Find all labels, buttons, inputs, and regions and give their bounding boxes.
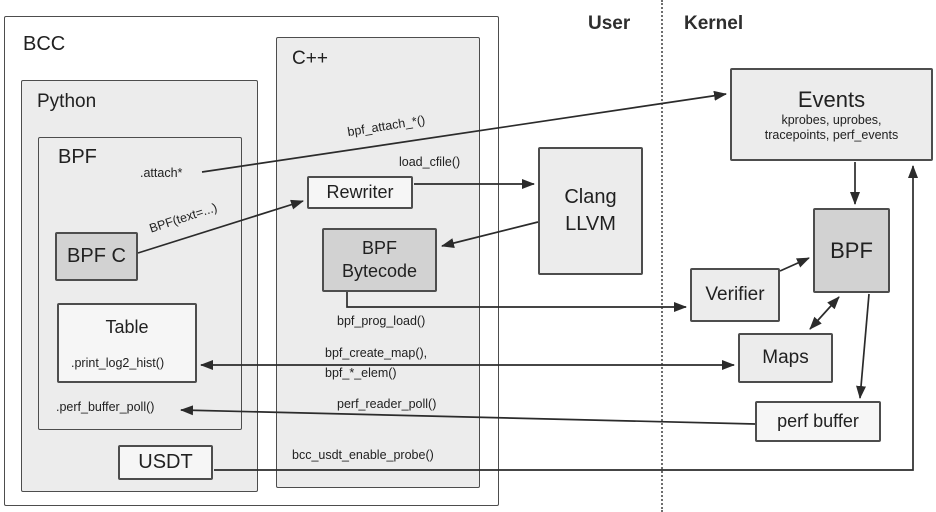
events-title: Events [797, 87, 866, 113]
events-subtitle-line1: kprobes, uprobes, [781, 113, 882, 128]
node-usdt: USDT [118, 445, 213, 480]
usdt-label: USDT [138, 451, 193, 473]
user-region-label: User [588, 13, 631, 34]
node-events: Events kprobes, uprobes, tracepoints, pe… [730, 68, 933, 161]
label-print-log2-hist: .print_log2_hist() [71, 356, 165, 370]
bpf-bytecode-label: BPF Bytecode [342, 237, 417, 284]
node-maps: Maps [738, 333, 833, 383]
arrow-bpf-maps-bidirectional [809, 296, 840, 330]
label-perf-reader-poll: perf_reader_poll() [337, 397, 437, 411]
label-perf-buffer-poll: .perf_buffer_poll() [56, 400, 155, 414]
maps-label: Maps [762, 347, 809, 368]
bpf-kernel-label: BPF [830, 237, 873, 263]
label-bpf-prog-load: bpf_prog_load() [337, 314, 426, 328]
bcc-label: BCC [23, 33, 66, 55]
clang-line1: Clang [564, 186, 617, 208]
node-perf-buffer: perf buffer [755, 401, 881, 442]
user-kernel-divider [661, 0, 663, 512]
python-label: Python [37, 91, 97, 112]
bpf-bytecode-line1: BPF [361, 237, 397, 258]
node-rewriter: Rewriter [307, 176, 413, 209]
node-bpf-c: BPF C [55, 232, 138, 281]
clang-llvm-label: Clang LLVM [564, 184, 616, 238]
label-load-cfile: load_cfile() [399, 155, 461, 169]
perf-buffer-label: perf buffer [777, 411, 859, 431]
python-bpf-container: BPF [38, 137, 242, 430]
arrow-bpf-to-perfbuffer [856, 293, 870, 399]
table-label: Table [105, 317, 149, 337]
label-bpf-create-map: bpf_create_map(), [325, 346, 428, 360]
bpf-bytecode-line2: Bytecode [341, 261, 418, 281]
verifier-label: Verifier [705, 284, 765, 305]
cpp-label: C++ [292, 48, 328, 69]
node-table: Table [57, 303, 197, 383]
label-bpf-star-elem: bpf_*_elem() [325, 366, 397, 380]
python-bpf-label: BPF [58, 146, 97, 168]
kernel-region-label: Kernel [684, 13, 744, 34]
bpf-c-label: BPF C [67, 245, 126, 267]
rewriter-label: Rewriter [326, 182, 394, 202]
node-bpf-kernel: BPF [813, 208, 890, 293]
label-bcc-usdt-enable-probe: bcc_usdt_enable_probe() [292, 448, 434, 462]
node-clang-llvm: Clang LLVM [538, 147, 643, 275]
arrow-verifier-to-bpf [779, 257, 810, 272]
label-attach-star: .attach* [140, 166, 183, 180]
node-bpf-bytecode: BPF Bytecode [322, 228, 437, 292]
clang-line2: LLVM [565, 213, 616, 235]
node-verifier: Verifier [690, 268, 780, 322]
events-subtitle-line2: tracepoints, perf_events [764, 127, 899, 142]
